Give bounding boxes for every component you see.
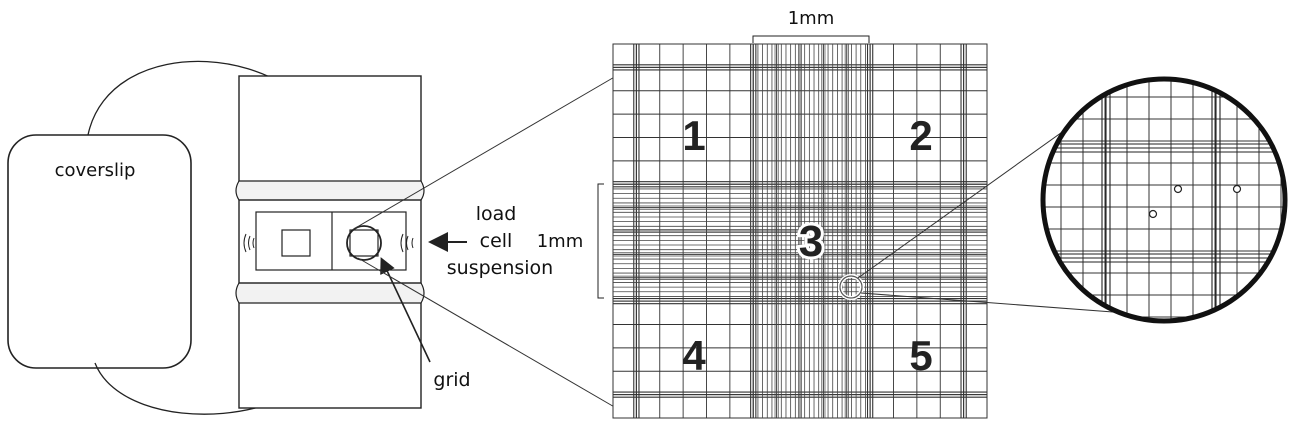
square-number-1: 1 xyxy=(682,112,705,159)
counting-grid xyxy=(612,43,988,419)
square-number-4: 4 xyxy=(682,332,706,379)
square-number-5: 5 xyxy=(909,332,932,379)
load-label-line1: load xyxy=(476,203,517,225)
scale-label-top: 1mm xyxy=(788,8,835,29)
coverslip-label: coverslip xyxy=(55,160,136,181)
square-number-3: 3 xyxy=(799,217,823,266)
zoom-lines-left xyxy=(351,71,624,413)
cell xyxy=(1148,184,1242,219)
square-number-2: 2 xyxy=(909,112,932,159)
scale-label-left: 1mm xyxy=(537,231,584,252)
zoom-lines-right xyxy=(857,109,1114,313)
load-label-line3: suspension xyxy=(447,257,553,279)
hemocytometer-slide xyxy=(235,75,425,409)
coverslip xyxy=(7,134,192,369)
load-label-line2: cell xyxy=(480,230,513,252)
scale-bar-top xyxy=(752,35,870,43)
scale-bar-left xyxy=(597,183,604,299)
grid-label: grid xyxy=(433,369,470,391)
magnified-view xyxy=(1040,76,1288,324)
